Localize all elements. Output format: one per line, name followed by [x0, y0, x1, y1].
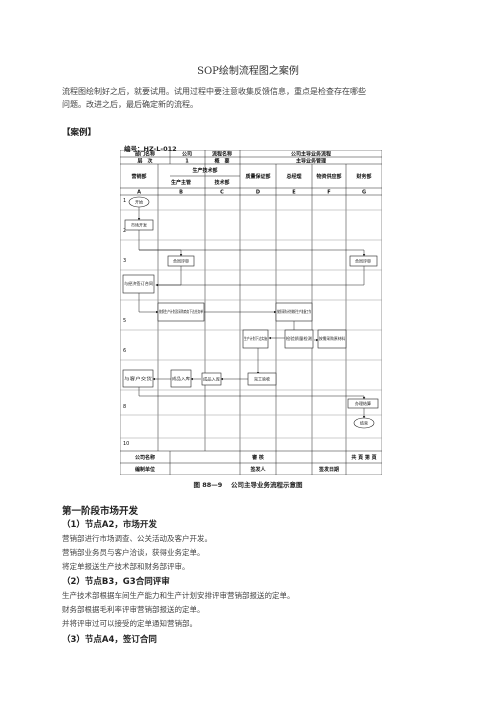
- intro-line-2: 问题。改进之后，最后确定新的流程。: [62, 100, 198, 109]
- purchase-plan-label: 按照采购计划做好生产准备工作: [277, 308, 311, 314]
- col-letter-c: C: [220, 190, 224, 196]
- storage-node: [170, 369, 192, 388]
- col-letter-g: G: [362, 190, 366, 196]
- col-finance: 财务部: [355, 173, 371, 180]
- dept-value: 公司: [182, 151, 192, 158]
- footer-review-label: 審 核: [251, 454, 264, 461]
- row-number: 6: [123, 348, 126, 354]
- form-number: 编号：HZ-L-012: [124, 145, 177, 153]
- purchase-material-label: 按需采购原材料: [319, 335, 345, 341]
- footer-sign-date-label: 签发日期: [318, 466, 339, 473]
- task-label: 概 要: [214, 158, 229, 165]
- complete-node: [247, 372, 277, 386]
- contract-review-g-label: 合同评审: [355, 258, 371, 264]
- intro-line-1: 流程图绘制好之后，就要试用。试用过程中要注意收集反馈信息，重点是检查存在哪些: [62, 87, 366, 96]
- footer-approve-label: 签发人: [249, 466, 266, 473]
- row-number: 5: [123, 318, 126, 324]
- col-sales: 营销部: [131, 173, 146, 180]
- flowchart-figure: 部门名称 公司 流程名称 公司主导业务流程 层 次 1 概 要 主导业务管理 营…: [120, 150, 382, 475]
- col-letter-e: E: [292, 190, 296, 196]
- end-node: [353, 417, 375, 429]
- production-plan-label: 按照生产计划及采购商务下达任务单: [159, 308, 203, 314]
- dept-label: 部门名称: [135, 151, 155, 158]
- row-number: 3: [123, 258, 126, 264]
- quality-check-label: 检验质量检测: [286, 335, 312, 341]
- col-letter-f: F: [327, 190, 330, 196]
- footer-unit-label: 编制单位: [135, 466, 155, 473]
- start-label: 开始: [135, 199, 143, 205]
- end-label: 结束: [360, 420, 368, 426]
- sign-contract-node: [122, 274, 155, 294]
- footer-company-label: 公司名称: [135, 454, 155, 461]
- col-letter-d: D: [256, 190, 260, 196]
- start-node: [128, 196, 150, 208]
- storage-label: 成品入库: [172, 375, 190, 381]
- settle-node: [347, 398, 379, 409]
- purchase-material-node: [317, 329, 347, 349]
- col-production-manager: 生产主管: [171, 179, 191, 186]
- task-value: 主导业务管理: [296, 158, 326, 165]
- body-line: 并将评审过可以接受的定单通知营销部。: [62, 619, 197, 628]
- finished-label: 成品入库: [203, 376, 220, 382]
- body-line: 营销部业务员与客户洽谈，获得业务定单。: [62, 548, 205, 557]
- settle-label: 办理结算: [355, 400, 371, 406]
- col-purchase: 物资供应部: [316, 173, 341, 180]
- market-dev-node: [124, 219, 154, 231]
- col-production: 生产技术部: [192, 167, 217, 174]
- contract-review-b-label: 合同评审: [173, 258, 189, 264]
- prod-plan-label: 生产计划下达实施: [244, 335, 267, 341]
- purchase-plan-node: [275, 302, 313, 322]
- row-number: 10: [123, 441, 129, 447]
- process-value: 公司主导业务流程: [291, 151, 331, 158]
- finished-node: [201, 372, 222, 386]
- market-dev-label: 市场开发: [131, 222, 147, 228]
- contract-review-b-node: [167, 255, 195, 267]
- deliver-node: [122, 369, 154, 388]
- node-3-heading: （3）节点A4，签订合同: [62, 635, 157, 645]
- section-title: 第一阶段市场开发: [62, 506, 139, 517]
- col-ceo: 总经理: [286, 173, 301, 180]
- figure-caption: 图 88—9 公司主导业务流程示意图: [193, 481, 303, 489]
- node-1-heading: （1）节点A2，市场开发: [62, 520, 157, 530]
- production-plan-node: [157, 302, 205, 322]
- col-quality: 质量保证部: [245, 173, 270, 180]
- level-value: 1: [185, 159, 189, 165]
- deliver-label: 与客户交货: [124, 375, 152, 381]
- row-number: 2: [123, 228, 126, 234]
- process-label: 流程名称: [212, 151, 232, 158]
- level-label: 层 次: [136, 158, 152, 165]
- sign-contract-label: 与经济签订合同: [124, 280, 153, 286]
- contract-review-g-node: [349, 255, 378, 267]
- example-label: 【案例】: [62, 128, 97, 138]
- col-letter-a: A: [137, 190, 141, 196]
- prod-plan-node: [242, 329, 269, 349]
- col-tech: 技术部: [214, 179, 229, 186]
- row-number: 1: [123, 198, 126, 204]
- body-line: 生产技术部根据车间生产能力和生产计划安排评审营销部报送的定单。: [62, 591, 295, 600]
- quality-check-node: [284, 329, 314, 349]
- body-line: 营销部进行市场调查、公关活动及客户开发。: [62, 534, 212, 543]
- body-line: 财务部根据毛利率评审营销部报送的定单。: [62, 605, 205, 614]
- node-2-heading: （2）节点B3，G3合同评审: [62, 577, 170, 587]
- footer-page-label: 共 頁 第 頁: [351, 454, 376, 461]
- col-letter-b: B: [179, 190, 183, 196]
- document-title: SOP绘制流程图之案例: [197, 66, 299, 77]
- row-number: 8: [123, 404, 126, 410]
- complete-label: 完工验收: [254, 376, 270, 382]
- body-line: 将定单报送生产技术部和财务部评审。: [62, 562, 190, 571]
